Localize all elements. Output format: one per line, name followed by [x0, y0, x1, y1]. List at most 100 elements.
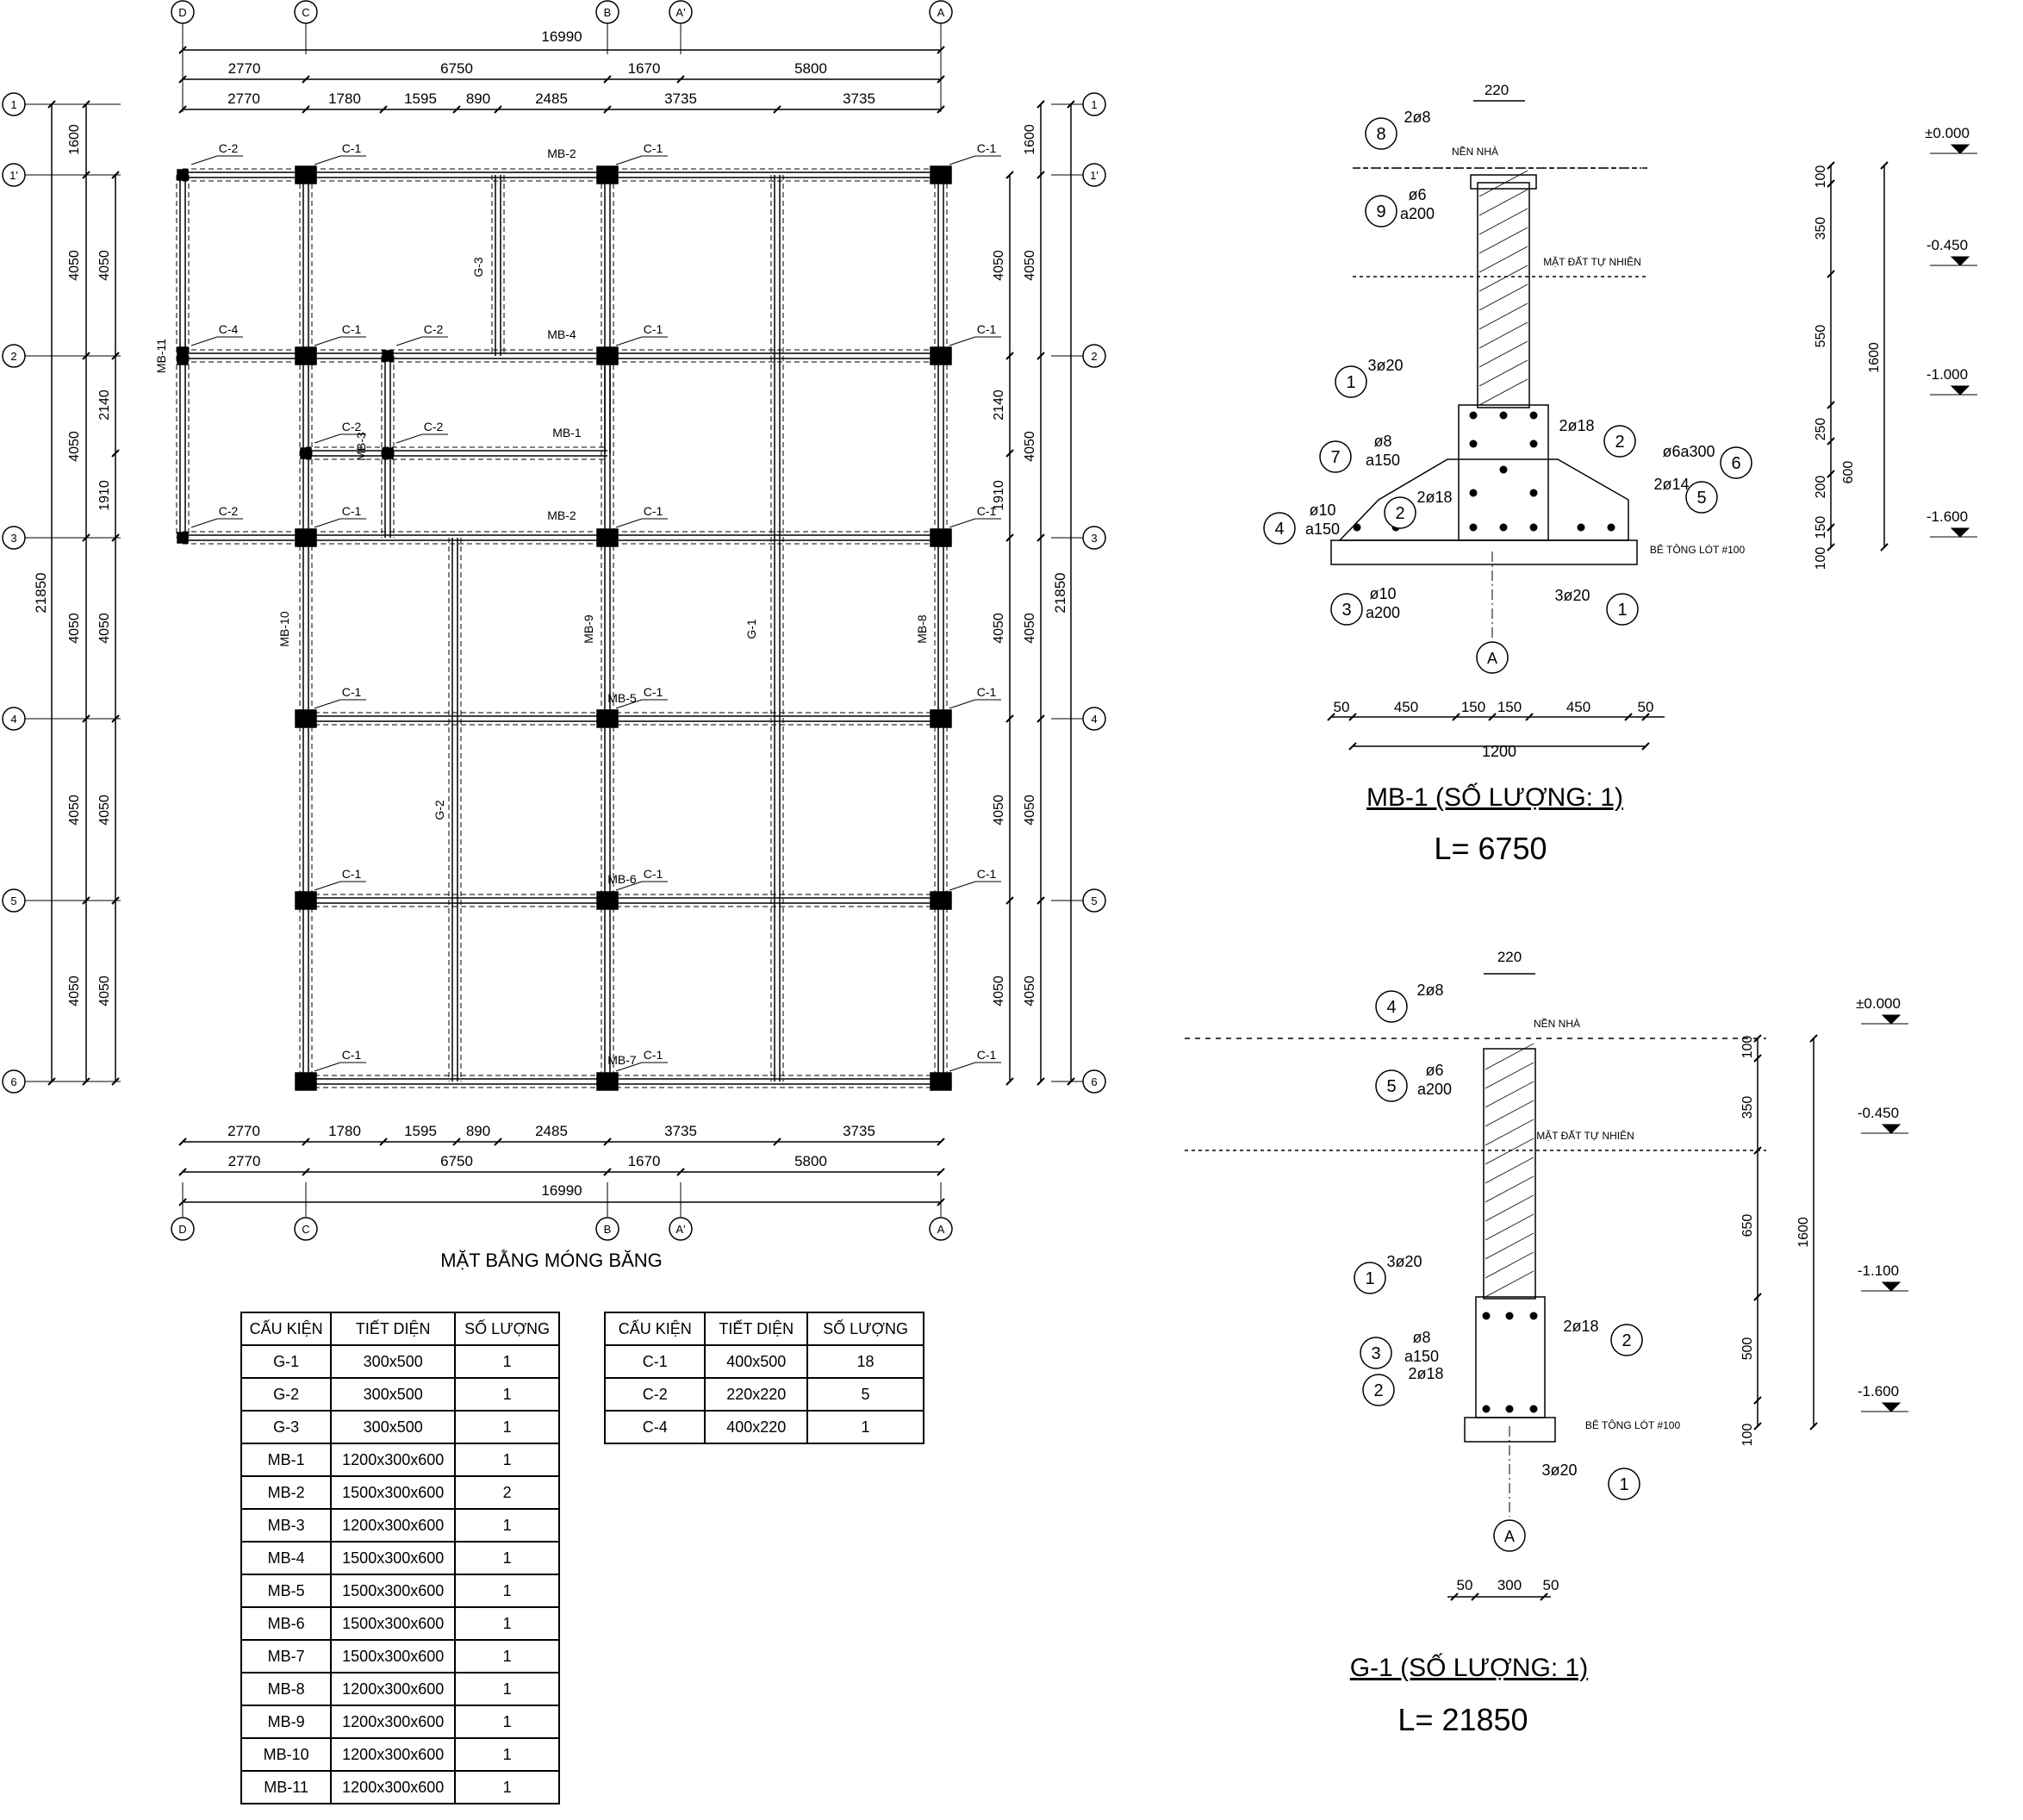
callout-text: ø6a300: [1662, 443, 1715, 460]
dim-tick: [1036, 100, 1045, 109]
callout-bubble: [1375, 1069, 1408, 1102]
dim-tick: [1753, 1054, 1762, 1063]
dim-tick: [1067, 1077, 1075, 1086]
callout-bubble: [1365, 195, 1397, 228]
dim-tick: [1540, 1592, 1548, 1601]
rebar-dot: [1529, 1405, 1538, 1413]
callout-number: 1: [1617, 601, 1627, 620]
callout-text: ø8: [1373, 433, 1391, 450]
dim-text: 2770: [227, 1123, 260, 1139]
column-label: C-2: [424, 322, 444, 336]
dim-tick: [773, 105, 781, 114]
dim-tick: [1827, 470, 1835, 478]
table-header-row: CẤU KIỆN TIẾT DIỆN SỐ LƯỢNG: [603, 1312, 924, 1346]
rebar-dot: [1607, 523, 1615, 532]
table-cell: MB-9: [240, 1705, 333, 1739]
level-text: ±0.000: [1856, 995, 1901, 1012]
callout-text: 2ø8: [1404, 109, 1430, 126]
table-cell: 220x220: [704, 1377, 809, 1412]
callout-text: 2ø18: [1559, 417, 1594, 434]
dim-tick: [1753, 1034, 1762, 1043]
header-cell: SỐ LƯỢNG: [806, 1312, 924, 1346]
table-cell: 1: [454, 1344, 560, 1379]
callout-text: 2ø14: [1653, 476, 1689, 493]
leader-line: [190, 518, 218, 528]
dim-tick: [302, 105, 310, 114]
column-c1: [596, 528, 619, 547]
callout-bubble: [1330, 593, 1363, 626]
level-text: -0.450: [1858, 1105, 1899, 1121]
dim-text: 4050: [1023, 250, 1037, 281]
table-cell: C-1: [603, 1344, 706, 1379]
axis-label: A: [1487, 650, 1497, 667]
hatch-line: [1478, 265, 1528, 292]
table-cell: 300x500: [330, 1344, 457, 1379]
dim-tick: [937, 1168, 945, 1176]
column-label: C-1: [342, 141, 362, 155]
callout-text: ø10: [1309, 502, 1335, 519]
dim-tick: [1809, 1034, 1818, 1043]
stem-wall: [1483, 1048, 1536, 1300]
column-label: C-1: [644, 504, 663, 518]
hatch-line: [1485, 1213, 1534, 1241]
hatch-line: [1485, 1251, 1534, 1279]
beam-label: MB-3: [354, 432, 368, 461]
dim-text: 3735: [664, 90, 697, 107]
table-cell: 1: [454, 1770, 560, 1804]
beam-label: MB-4: [547, 327, 576, 341]
dim-text: 890: [466, 1123, 490, 1139]
axis-bubble: [929, 1217, 953, 1241]
column-c1: [596, 165, 619, 184]
dim-tick: [111, 171, 120, 179]
column-c1: [930, 165, 952, 184]
callout-bubble: [1362, 1374, 1395, 1406]
dim-tick: [603, 1138, 612, 1146]
table-cell: G-3: [240, 1410, 333, 1444]
table-cell: 1: [454, 1377, 560, 1412]
callout-text: 2ø18: [1563, 1318, 1598, 1335]
footing-outline: [1338, 458, 1629, 541]
callout-text: ø6: [1425, 1062, 1443, 1079]
dim-tick: [82, 714, 90, 723]
dim-text: 50: [1543, 1577, 1559, 1593]
table-cell: 1200x300x600: [330, 1508, 457, 1543]
table-cell: 1: [454, 1606, 560, 1641]
dim-tick: [1348, 713, 1357, 721]
axis-bubble: [669, 1217, 693, 1241]
hatch-line: [1485, 1175, 1534, 1203]
axis-label: 6: [10, 1075, 16, 1088]
level-marker: [1950, 256, 1970, 266]
dim-text: 1780: [328, 1123, 361, 1139]
table-cell: 1200x300x600: [330, 1672, 457, 1706]
header-cell: TIẾT DIỆN: [330, 1312, 457, 1346]
column-label: C-1: [644, 322, 663, 336]
table-cell: G-1: [240, 1344, 333, 1379]
dim-text: 1670: [628, 1153, 661, 1169]
dim-text: 300: [1497, 1577, 1522, 1593]
column-label: C-1: [342, 1048, 362, 1062]
callout-text: 3ø20: [1554, 587, 1590, 604]
callout-text: a200: [1400, 205, 1435, 222]
lean-concrete: [1330, 539, 1638, 565]
hatch-line: [1478, 378, 1528, 406]
dim-text: 21850: [33, 572, 49, 613]
hatch-line: [1485, 1194, 1534, 1222]
dim-tick: [1067, 100, 1075, 109]
axis-label: 5: [10, 894, 16, 907]
dim-tick: [1005, 1077, 1014, 1086]
level-marker: [1881, 1124, 1902, 1134]
axis-label: 2: [10, 350, 16, 363]
dim-text: 6750: [440, 1153, 473, 1169]
table-cell: 400x500: [704, 1344, 809, 1379]
rebar-dot: [1469, 523, 1478, 532]
dim-text: 220: [1485, 82, 1509, 98]
table-header-row: CẤU KIỆN TIẾT DIỆN SỐ LƯỢNG: [240, 1312, 560, 1346]
axis-label: 6: [1091, 1075, 1097, 1088]
dim-text: 4050: [67, 975, 82, 1007]
level-marker: [1881, 1014, 1902, 1025]
